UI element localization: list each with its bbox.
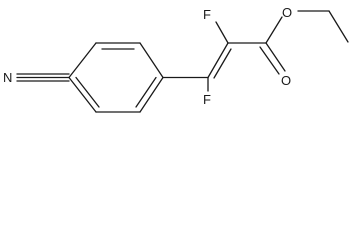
carbonyl-o-label: O (281, 73, 291, 88)
fluorine-lower-label: F (203, 92, 211, 107)
nitrile-n-label: N (3, 70, 12, 85)
fluorine-upper-label: F (203, 7, 211, 22)
nitrile-triple-bond (16, 73, 70, 82)
benzene-ring (68, 42, 164, 113)
upper-cf-bond (215, 21, 229, 44)
ethyl-group (297, 10, 349, 43)
carbonyl-ester-o-bond (265, 16, 283, 44)
chemical-structure: N F F O O (3, 5, 349, 113)
carbonyl-double-bond (259, 42, 286, 75)
ester-o-label: O (282, 5, 292, 20)
alkene-double-bond (207, 42, 232, 79)
